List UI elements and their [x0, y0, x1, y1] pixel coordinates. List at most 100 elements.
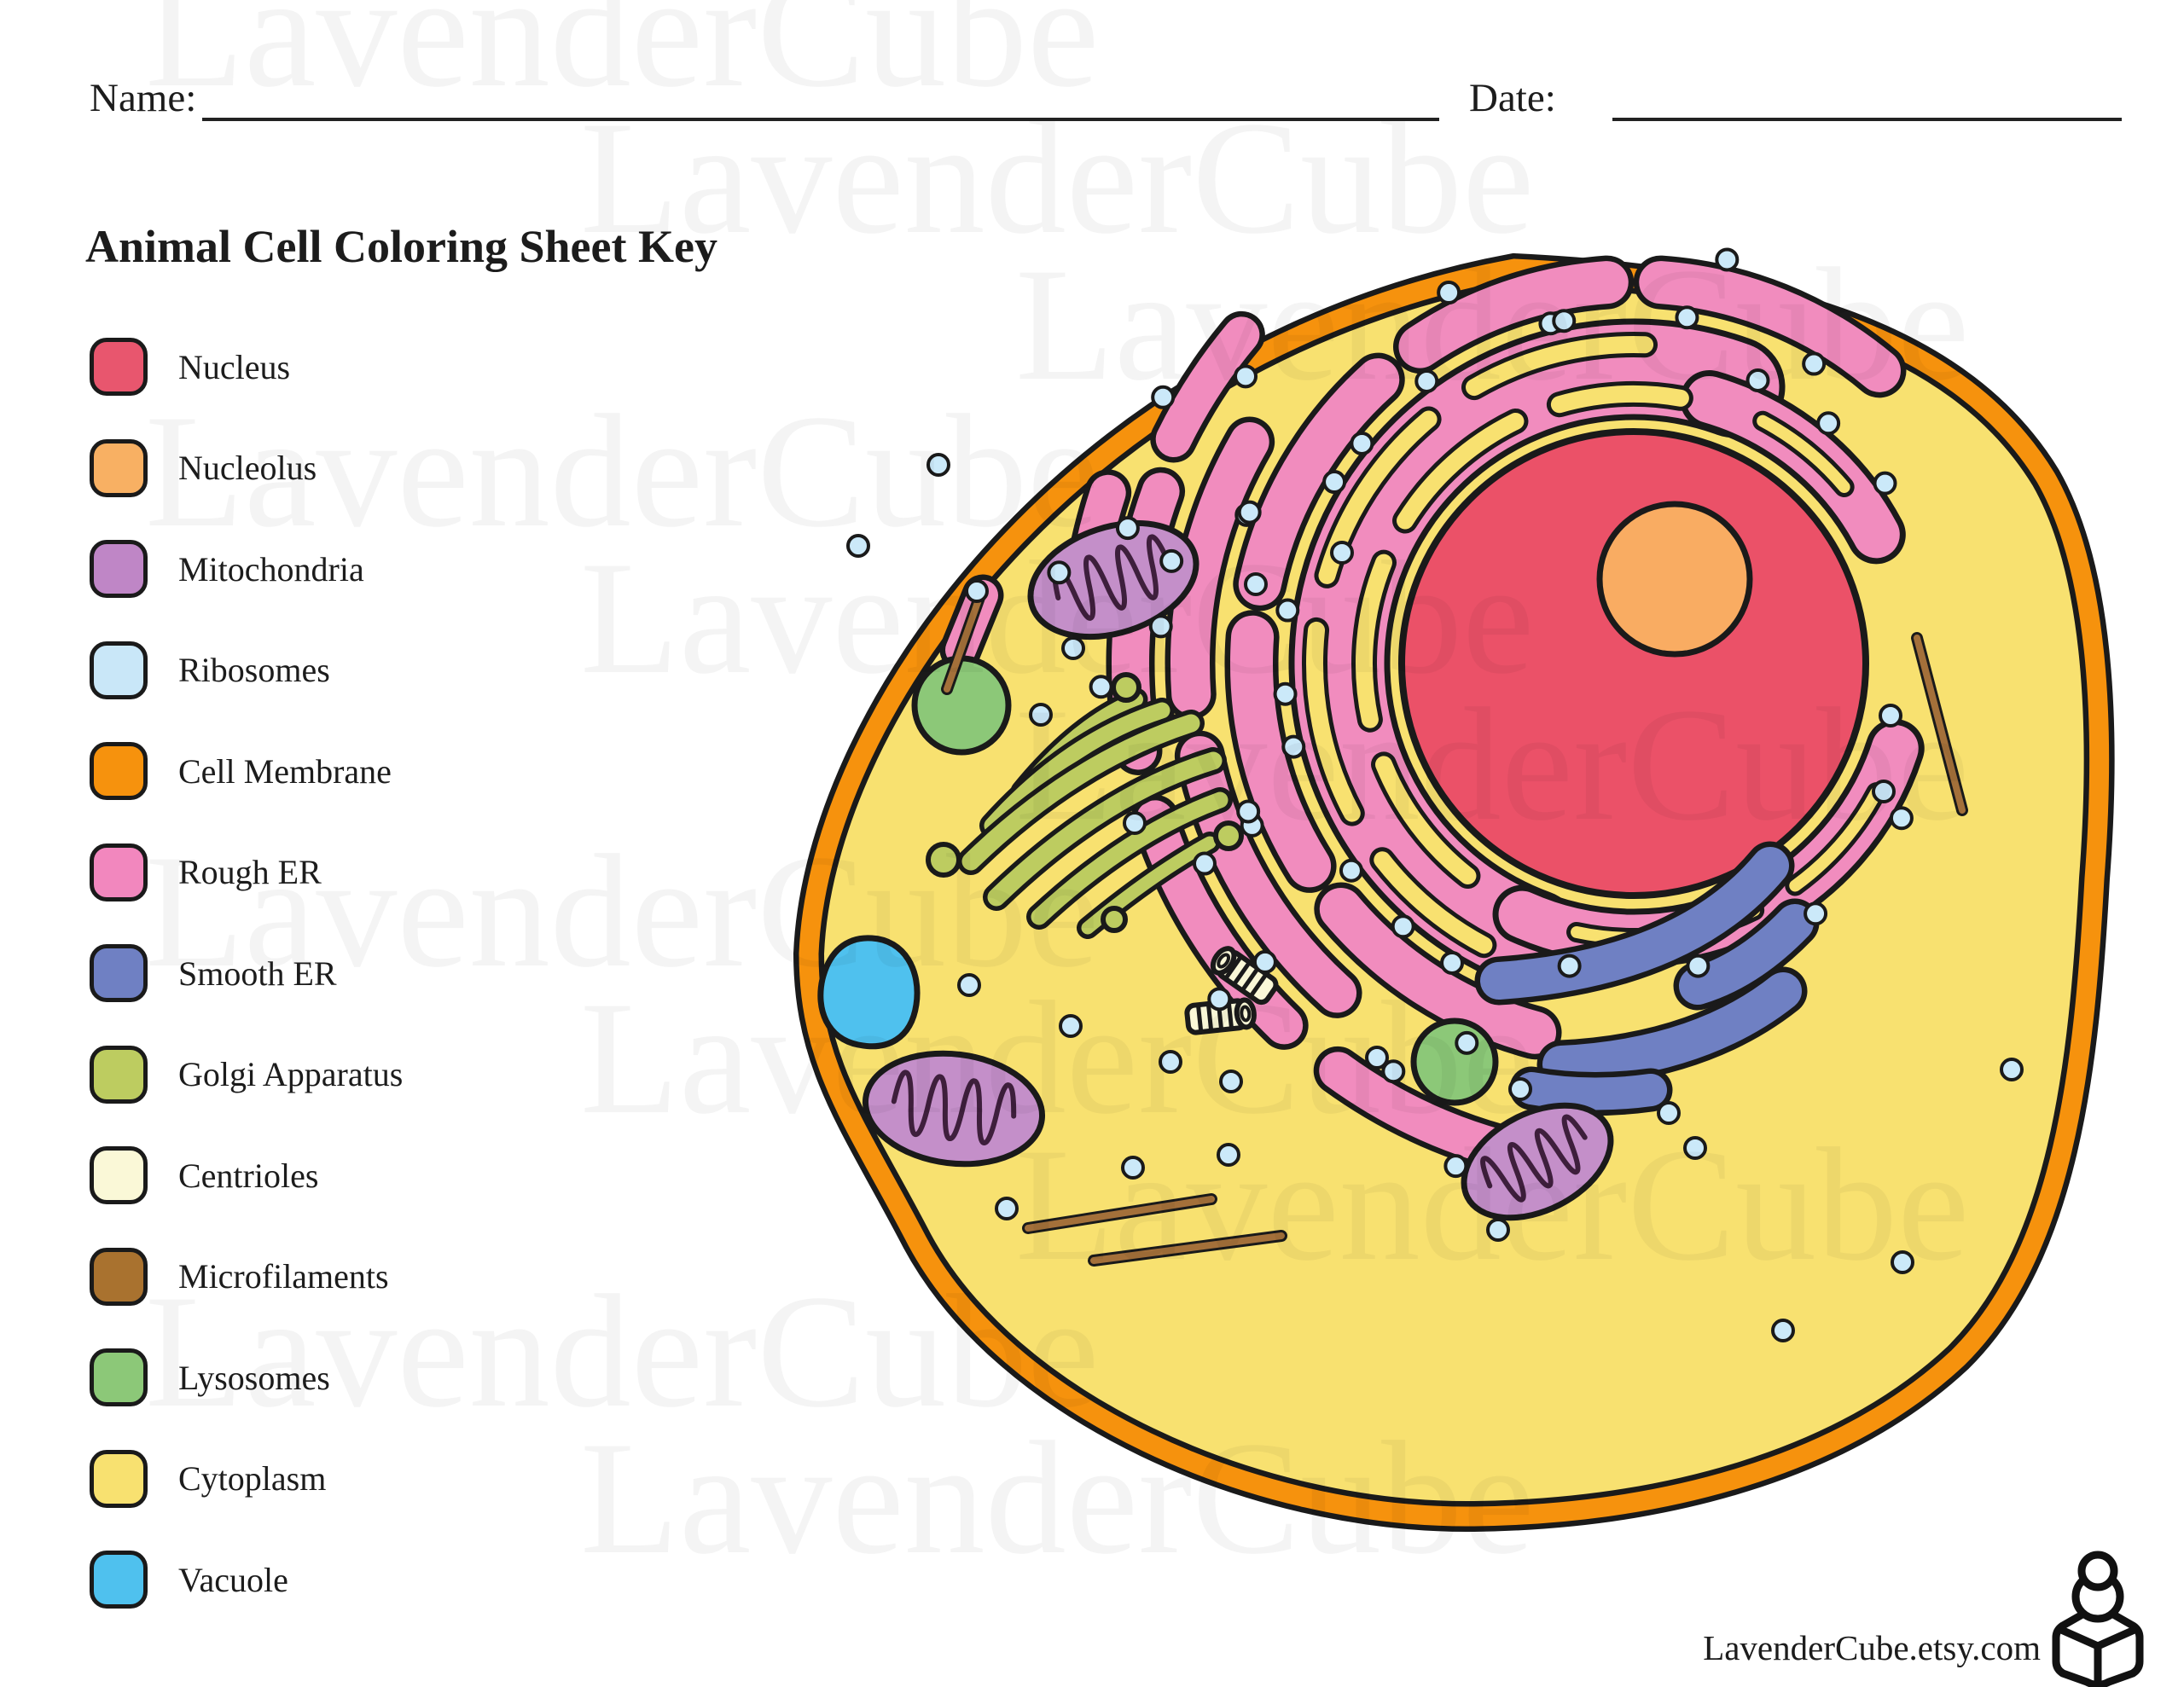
ribosome-dot — [1148, 614, 1173, 639]
ribosome-dot — [1879, 704, 1902, 728]
ribosome-dot — [1804, 901, 1828, 926]
ribosome-dot — [957, 973, 981, 997]
ribosome-dot — [1192, 851, 1217, 876]
legend-swatch — [90, 1348, 148, 1406]
legend-swatch — [90, 1449, 148, 1508]
legend-label: Cell Membrane — [178, 751, 392, 791]
ribosome-dot — [1159, 1050, 1182, 1074]
legend-label: Vacuole — [178, 1560, 288, 1599]
legend-swatch — [90, 1247, 148, 1306]
legend-swatch — [90, 438, 148, 497]
ribosome-dot — [1657, 1101, 1681, 1125]
watermark-text: LavenderCube — [145, 822, 1099, 1001]
legend-label: Rough ER — [178, 853, 322, 891]
ribosome-dot — [1219, 1070, 1243, 1093]
nucleolus — [1596, 501, 1753, 658]
date-label: Date: — [1469, 76, 1556, 120]
legend-label: Nucleus — [178, 347, 291, 386]
ribosome-dot — [1244, 572, 1268, 596]
ribosome-dot — [1273, 681, 1298, 706]
ribosome-dot — [2000, 1058, 2024, 1081]
ribosome-dot — [1330, 541, 1354, 565]
golgi-vesicle — [926, 842, 961, 878]
ribosome-dot — [1816, 411, 1841, 436]
ribosome-dot — [1059, 1014, 1083, 1038]
ribosome-dot — [1675, 305, 1699, 330]
ribosome-dot — [1443, 1154, 1468, 1179]
legend-label: Centrioles — [178, 1156, 319, 1195]
ribosome-dot — [1089, 675, 1113, 699]
legend-item-mitochondria: Mitochondria — [90, 539, 364, 599]
ribosome-dot — [1275, 598, 1300, 623]
ribosome-dot — [1322, 470, 1347, 495]
legend-item-lysosomes: Lysosomes — [90, 1348, 330, 1407]
name-blank-line — [202, 118, 1439, 121]
ribosome-dot — [1486, 1218, 1510, 1242]
ribosome-dot — [965, 579, 989, 603]
vacuole — [817, 935, 921, 1050]
legend-swatch — [90, 540, 148, 598]
date-blank-line — [1612, 118, 2122, 121]
ribosome-dot — [1115, 516, 1140, 541]
ribosome-dot — [1873, 471, 1897, 496]
ribosome-dot — [1159, 548, 1184, 573]
rough-er — [939, 255, 1925, 1176]
legend-item-vacuole: Vacuole — [90, 1550, 288, 1609]
lavendercube-logo-icon — [2052, 1551, 2144, 1687]
legend-swatch — [90, 742, 148, 800]
legend-item-nucleus: Nucleus — [90, 337, 290, 397]
legend-label: Ribosomes — [178, 651, 330, 689]
ribosome-dot — [1121, 1156, 1145, 1180]
page-title: Animal Cell Coloring Sheet Key — [85, 221, 717, 273]
watermark: LavenderCubeLavenderCubeLavenderCubeLave… — [145, 0, 1969, 1588]
ribosomes — [846, 247, 2024, 1342]
legend-label: Smooth ER — [178, 954, 337, 993]
ribosome-dot — [1123, 811, 1147, 835]
microfilaments — [941, 587, 1968, 1267]
ribosome-dot — [1381, 1059, 1406, 1084]
nucleus — [1398, 428, 1869, 899]
ribosome-dot — [1715, 247, 1740, 272]
watermark-text: LavenderCube — [145, 382, 1099, 561]
watermark-text: LavenderCube — [580, 969, 1534, 1148]
golgi-vesicle — [1213, 820, 1244, 851]
legend-label: Golgi Apparatus — [178, 1055, 404, 1093]
ribosome-dot — [1236, 799, 1261, 824]
ribosome-dot — [1872, 780, 1896, 803]
watermark-text: LavenderCube — [145, 1262, 1099, 1441]
legend-item-smooth-er: Smooth ER — [90, 943, 337, 1003]
ribosome-dot — [1686, 954, 1711, 978]
centriole — [1210, 946, 1279, 1006]
ribosome-dot — [1437, 281, 1461, 305]
ribosome-dot — [1745, 368, 1770, 392]
legend-item-golgi-apparatus: Golgi Apparatus — [90, 1045, 403, 1104]
ribosome-dot — [1391, 914, 1415, 939]
legend-item-ribosomes: Ribosomes — [90, 641, 330, 700]
ribosome-dot — [1350, 431, 1374, 455]
ribosome-dot — [1237, 500, 1262, 525]
golgi-vesicle — [1101, 906, 1128, 933]
watermark-text: LavenderCube — [1015, 1116, 1969, 1295]
mitochondrion — [1461, 1102, 1614, 1221]
watermark-text: LavenderCube — [1015, 675, 1969, 855]
ribosome-dot — [1281, 734, 1306, 759]
ribosome-dot — [1455, 1030, 1479, 1055]
ribosome-dot — [846, 534, 870, 558]
footer-site-text: LavenderCube.etsy.com — [1703, 1628, 2041, 1667]
golgi-apparatus — [926, 672, 1244, 939]
legend-label: Nucleolus — [178, 449, 317, 487]
ribosome-dot — [1683, 1136, 1707, 1160]
smooth-er — [1474, 841, 1820, 1116]
ribosome-dot — [1889, 806, 1914, 831]
ribosome-dot — [1414, 368, 1439, 393]
ribosome-dot — [1508, 1077, 1532, 1101]
watermark-text: LavenderCube — [580, 1409, 1534, 1588]
legend-swatch — [90, 944, 148, 1002]
ribosome-dot — [1061, 636, 1085, 660]
ribosome-dot — [1234, 364, 1258, 389]
legend-swatch — [90, 1045, 148, 1104]
legend-item-rough-er: Rough ER — [90, 843, 322, 902]
legend-item-centrioles: Centrioles — [90, 1145, 318, 1205]
ribosome-dot — [1891, 1250, 1914, 1274]
